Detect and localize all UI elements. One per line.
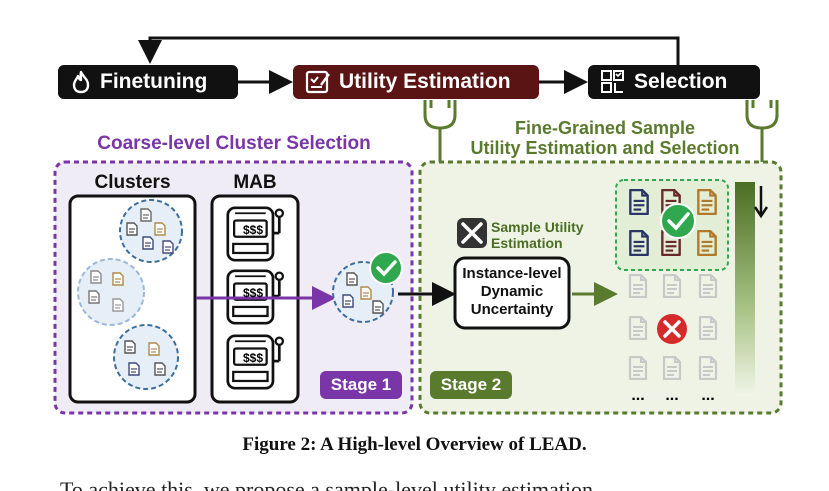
check-icon xyxy=(369,251,403,285)
selection-label: Selection xyxy=(634,70,728,93)
clusters-title: Clusters xyxy=(94,172,171,193)
ellipsis: ... xyxy=(665,387,678,404)
stage2-heading-line1: Fine-Grained Sample xyxy=(514,118,696,138)
stage2-tag: Stage 2 xyxy=(430,371,512,399)
ellipsis: ... xyxy=(701,387,714,404)
power-plug-icon xyxy=(745,100,779,162)
down-arrow-icon xyxy=(753,186,769,219)
instance-line3: Uncertainty xyxy=(470,301,554,318)
checklist-icon xyxy=(305,70,330,94)
instance-uncertainty-label: Instance-level Dynamic Uncertainty xyxy=(455,265,569,319)
body-text-cut: To achieve this, we propose a sample-lev… xyxy=(60,477,594,491)
slot-text: $$$ xyxy=(243,286,263,300)
power-plug-icon xyxy=(423,100,457,162)
finetuning-label: Finetuning xyxy=(100,70,208,93)
utility-estimation-node: Utility Estimation xyxy=(293,65,539,99)
grid-select-icon xyxy=(601,70,624,93)
flame-icon xyxy=(72,70,90,94)
ellipsis: ... xyxy=(631,387,644,404)
check-icon xyxy=(660,203,696,239)
mab-title: MAB xyxy=(233,172,277,193)
finetuning-node: Finetuning xyxy=(58,65,238,99)
stage1-tag: Stage 1 xyxy=(320,371,402,399)
cluster-circle xyxy=(113,324,179,390)
stage1-heading: Coarse-level Cluster Selection xyxy=(97,133,371,154)
sample-utility-line2: Estimation xyxy=(491,235,563,251)
utility-estimation-label: Utility Estimation xyxy=(339,70,511,93)
utility-gradient-bar xyxy=(735,182,755,396)
sample-utility-line1: Sample Utility xyxy=(491,219,584,235)
stage2-heading-line2: Utility Estimation and Selection xyxy=(470,138,740,158)
instance-uncertainty-box xyxy=(453,256,571,330)
cluster-circle xyxy=(77,258,145,326)
slot-text: $$$ xyxy=(243,351,263,365)
tools-icon xyxy=(457,218,487,248)
figure-caption: Figure 2: A High-level Overview of LEAD. xyxy=(242,434,587,455)
cluster-circle xyxy=(119,199,183,263)
sample-utility-label: Sample Utility Estimation xyxy=(491,219,611,251)
cross-icon xyxy=(657,314,687,344)
instance-line1: Instance-level xyxy=(462,265,562,282)
feedback-loop-arrow xyxy=(138,36,680,65)
selection-node: Selection xyxy=(588,65,760,99)
slot-text: $$$ xyxy=(243,223,263,237)
instance-line2: Dynamic xyxy=(480,283,544,300)
